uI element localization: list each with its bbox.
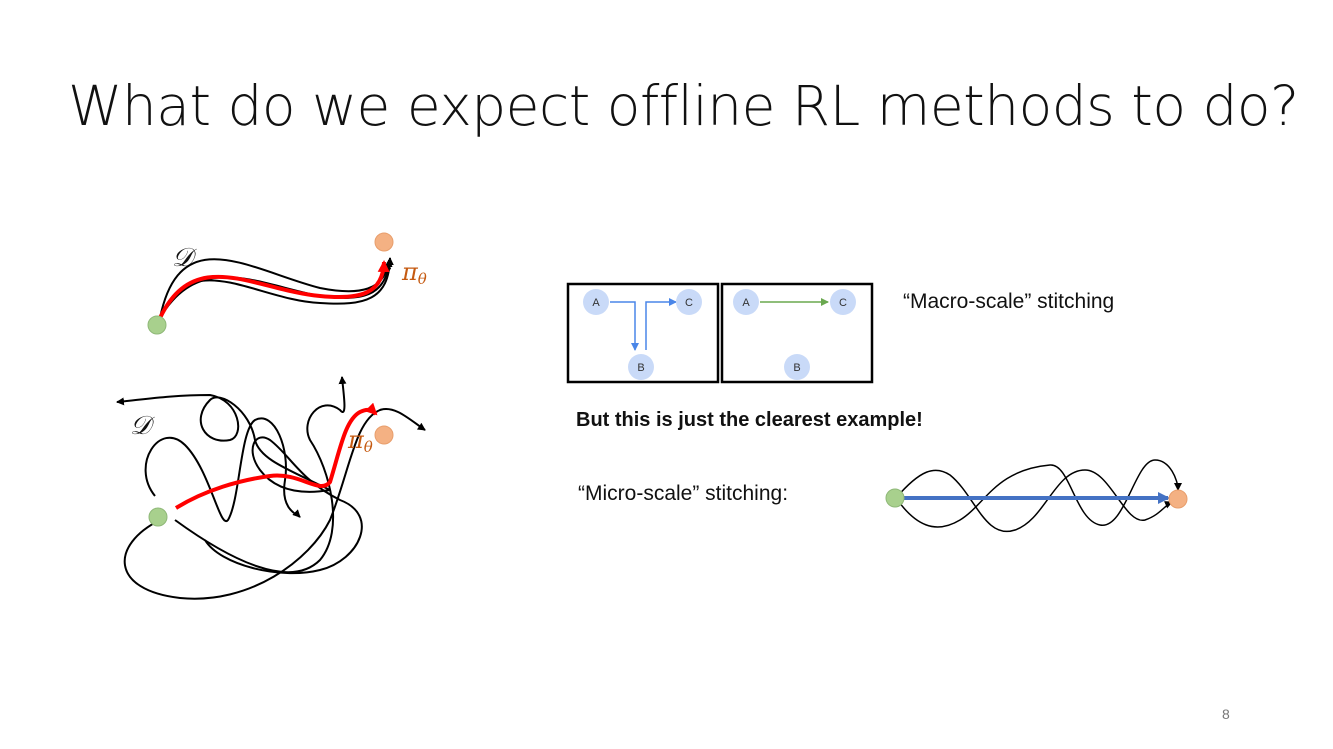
policy-symbol-bottom: πθ (347, 426, 373, 456)
dataset-symbol-bottom: 𝒟 (130, 411, 155, 441)
node-c-stitched (830, 289, 856, 315)
node-b (628, 354, 654, 380)
macro-stitching-label: “Macro-scale” stitching (903, 290, 1115, 313)
messy-dataset-trajectories (116, 376, 426, 600)
micro-stitching-label: “Micro-scale” stitching: (578, 482, 789, 505)
macro-box-data: A C B (566, 282, 720, 384)
slide-title: What do we expect offline RL methods to … (68, 74, 1299, 138)
svg-text:B: B (793, 362, 800, 374)
clearest-example-label: But this is just the clearest example! (576, 409, 923, 431)
svg-text:A: A (742, 297, 750, 309)
goal-state-top (374, 232, 394, 252)
start-state-top (147, 315, 167, 335)
svg-text:C: C (839, 297, 847, 309)
policy-trajectory-narrow (158, 260, 390, 319)
svg-text:C: C (685, 297, 693, 309)
policy-trajectory-messy (174, 402, 378, 510)
policy-symbol-top: πθ (401, 258, 427, 288)
page-number: 8 (1222, 706, 1230, 722)
macro-box-stitched: A C B (720, 282, 874, 384)
node-a (583, 289, 609, 315)
node-c (676, 289, 702, 315)
svg-text:A: A (592, 297, 600, 309)
node-b-stitched (784, 354, 810, 380)
goal-state-bottom (374, 425, 394, 445)
start-state-bottom (148, 507, 168, 527)
start-state-micro (885, 488, 905, 508)
micro-wavy-trajectories (895, 459, 1182, 533)
goal-state-micro (1168, 489, 1188, 509)
dataset-symbol-top: 𝒟 (172, 243, 197, 273)
node-a-stitched (733, 289, 759, 315)
svg-text:B: B (637, 362, 644, 374)
